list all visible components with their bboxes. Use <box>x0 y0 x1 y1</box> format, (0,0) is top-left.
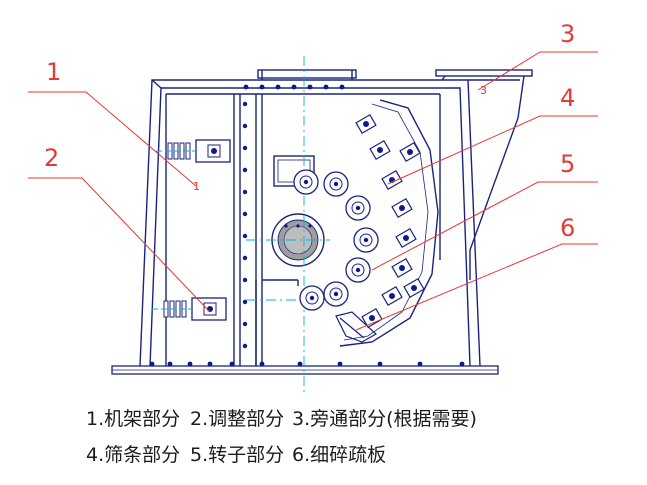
rotor-disc-bore-icon <box>299 175 313 189</box>
leader-6 <box>355 243 598 331</box>
rotor-disc-bore-icon <box>351 263 365 277</box>
callout-5: 5 <box>560 150 575 178</box>
screen-bar-bolt-icon <box>403 235 409 241</box>
bolt-icon <box>242 145 248 151</box>
leader-1 <box>28 91 197 187</box>
region-label-3: 3 <box>480 84 487 97</box>
bolt-icon <box>242 167 248 173</box>
bolt-icon <box>242 277 248 283</box>
bolt-icon <box>291 84 297 90</box>
callout-6: 6 <box>560 214 575 242</box>
rotor-disc-pin-icon <box>355 205 361 211</box>
leader-2 <box>28 177 211 313</box>
bolt-icon <box>259 84 265 90</box>
adjuster-nut-icon <box>203 302 217 316</box>
legend-item-rotor: 5.转子部分 <box>190 444 285 466</box>
bolt-icon <box>337 361 343 367</box>
rotor-disc-pin-icon <box>309 295 315 301</box>
rotor-disc-pin-icon <box>363 237 369 243</box>
bolt-icon <box>229 361 235 367</box>
bolt-icon <box>242 189 248 195</box>
bolt-icon <box>242 299 248 305</box>
bolt-icon <box>242 211 248 217</box>
base-plate <box>111 365 499 375</box>
bolt-icon <box>308 224 312 228</box>
rotor-disc-pin-icon <box>333 181 339 187</box>
rotor-disc-bore-icon <box>329 287 343 301</box>
rotor-disc-pin-icon <box>333 291 339 297</box>
legend-item-fine-plate: 6.细碎疏板 <box>292 444 387 466</box>
legend-item-bypass: 3.旁通部分(根据需要) <box>292 408 477 430</box>
bolt-icon <box>187 361 193 367</box>
bolt-icon <box>323 84 329 90</box>
legend-item-frame: 1.机架部分 <box>86 408 181 430</box>
machine-frame <box>139 69 533 367</box>
bolt-icon <box>243 84 249 90</box>
screen-bar-bolt-icon <box>363 121 369 127</box>
fine-crushing-plate <box>335 311 378 343</box>
bolt-icon <box>297 361 303 367</box>
bolt-icon <box>417 361 423 367</box>
screen-bar-bolt-icon <box>369 315 375 321</box>
callout-2: 2 <box>44 144 59 172</box>
region-label-1: 1 <box>193 180 200 193</box>
screen-bar-bolt-icon <box>407 149 413 155</box>
rotor-hub <box>271 213 325 267</box>
bolt-icon <box>242 255 248 261</box>
leader-4 <box>387 115 598 185</box>
region-labels: 1 3 <box>193 84 487 193</box>
screen-bar-bolt-icon <box>399 265 405 271</box>
adjuster-bolt-icon <box>207 306 213 312</box>
bolt-icon <box>459 361 465 367</box>
adjuster-bolt-icon <box>211 148 217 154</box>
adjustment-assemblies <box>152 139 231 321</box>
legend-item-screen: 4.筛条部分 <box>86 444 181 466</box>
bolt-icon <box>242 233 248 239</box>
bolt-icon <box>149 361 155 367</box>
callout-1: 1 <box>46 58 61 86</box>
screen-bar-bolt-icon <box>389 293 395 299</box>
callout-4: 4 <box>560 84 575 112</box>
rotor-disc-bore-icon <box>351 201 365 215</box>
bolt-icon <box>275 84 281 90</box>
bolt-icon <box>242 123 248 129</box>
adjuster-nut-icon <box>207 144 221 158</box>
rotor-hammers <box>293 113 425 329</box>
legend-item-adjustment: 2.调整部分 <box>190 408 285 430</box>
bolt-icon <box>339 84 345 90</box>
callout-numbers: 1 2 3 4 5 6 <box>44 20 575 242</box>
rotor-disc-bore-icon <box>329 177 343 191</box>
leader-3 <box>477 51 598 91</box>
leader-lines <box>28 51 598 331</box>
bolt-icon <box>259 361 265 367</box>
bolt-icon <box>284 224 288 228</box>
rotor-disc-bore-icon <box>305 291 319 305</box>
bolt-icon <box>377 361 383 367</box>
screen-bar-bolt-icon <box>377 147 383 153</box>
bolt-icon <box>242 343 248 349</box>
bolt-icon <box>307 84 313 90</box>
bolt-icon <box>242 321 248 327</box>
screen-bar-bolt-icon <box>411 285 417 291</box>
leader-5 <box>371 181 598 271</box>
screen-bar-bolt-icon <box>399 205 405 211</box>
rotor-disc-bore-icon <box>359 233 373 247</box>
bolt-icon <box>167 361 173 367</box>
screen-bar-arc <box>339 99 439 347</box>
bolt-icon <box>207 361 213 367</box>
frame-bolts <box>149 84 465 367</box>
bolt-icon <box>296 224 300 228</box>
rotor-disc-pin-icon <box>303 179 309 185</box>
callout-3: 3 <box>560 20 575 48</box>
rotor-disc-pin-icon <box>355 267 361 273</box>
bolt-icon <box>242 101 248 107</box>
